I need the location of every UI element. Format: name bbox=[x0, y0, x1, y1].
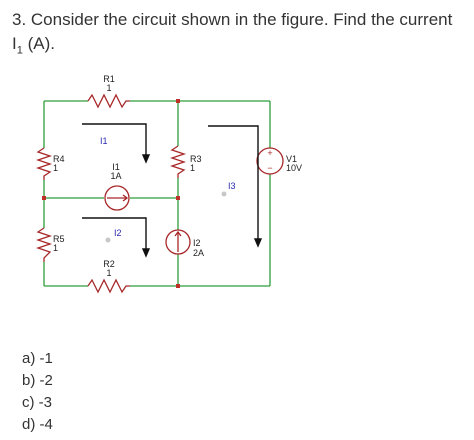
question-line-2: I1 (A). bbox=[12, 32, 467, 62]
r5-name: R5 bbox=[53, 234, 65, 244]
mesh-marker-i3 bbox=[221, 191, 227, 197]
mesh-marker-i2 bbox=[105, 237, 111, 243]
i1-value: 1A bbox=[110, 171, 121, 181]
v1-plus-sign: + bbox=[267, 148, 272, 158]
question-text: 3. Consider the circuit shown in the fig… bbox=[12, 8, 467, 62]
node-left-middle bbox=[42, 196, 46, 200]
r1-value: 1 bbox=[106, 83, 111, 93]
current-source-i2 bbox=[165, 229, 191, 255]
current-source-i1 bbox=[104, 185, 130, 211]
r4-name: R4 bbox=[53, 154, 65, 164]
wires bbox=[43, 100, 271, 287]
current-symbol: I bbox=[12, 34, 17, 53]
option-b[interactable]: b) -2 bbox=[22, 372, 53, 389]
r3-name: R3 bbox=[190, 154, 202, 164]
r2-name: R2 bbox=[103, 259, 115, 269]
loop-label-i2: I2 bbox=[114, 228, 122, 238]
r3-value: 1 bbox=[190, 163, 195, 173]
mesh-arrow-i2 bbox=[82, 217, 151, 258]
node-top-middle bbox=[176, 99, 180, 103]
voltage-source-v1 bbox=[256, 147, 284, 175]
node-center bbox=[176, 196, 180, 200]
resistor-r1 bbox=[87, 93, 130, 109]
v1-name: V1 bbox=[286, 154, 297, 164]
r5-value: 1 bbox=[53, 243, 58, 253]
loop-label-i1: I1 bbox=[100, 136, 108, 146]
answer-options: a) -1 b) -2 c) -3 d) -4 bbox=[22, 348, 53, 436]
v1-minus-sign: − bbox=[267, 163, 272, 173]
resistor-r3 bbox=[169, 145, 187, 178]
option-d[interactable]: d) -4 bbox=[22, 416, 53, 433]
resistor-r5 bbox=[35, 227, 53, 262]
circuit-svg: + − R1 1 R2 1 R bbox=[35, 74, 302, 294]
nodes bbox=[42, 99, 180, 288]
i2-name: I2 bbox=[193, 238, 201, 248]
option-c[interactable]: c) -3 bbox=[22, 394, 52, 411]
i2-value: 2A bbox=[193, 248, 204, 258]
mesh-arrow-i1 bbox=[82, 123, 151, 164]
v1-value: 10V bbox=[286, 163, 302, 173]
option-a[interactable]: a) -1 bbox=[22, 350, 53, 367]
i1-name: I1 bbox=[112, 162, 120, 172]
node-bottom-middle bbox=[176, 284, 180, 288]
resistor-r2 bbox=[87, 278, 130, 294]
question-line-2-rest: (A). bbox=[22, 34, 55, 53]
r1-name: R1 bbox=[103, 74, 115, 84]
current-subscript: 1 bbox=[16, 44, 23, 57]
mesh-arrow-i3 bbox=[208, 125, 263, 248]
resistor-r4 bbox=[35, 147, 53, 180]
question-line-1: 3. Consider the circuit shown in the fig… bbox=[12, 10, 453, 29]
r4-value: 1 bbox=[53, 163, 58, 173]
loop-label-i3: I3 bbox=[228, 181, 236, 191]
circuit-diagram: + − R1 1 R2 1 R bbox=[30, 68, 322, 304]
r2-value: 1 bbox=[106, 268, 111, 278]
